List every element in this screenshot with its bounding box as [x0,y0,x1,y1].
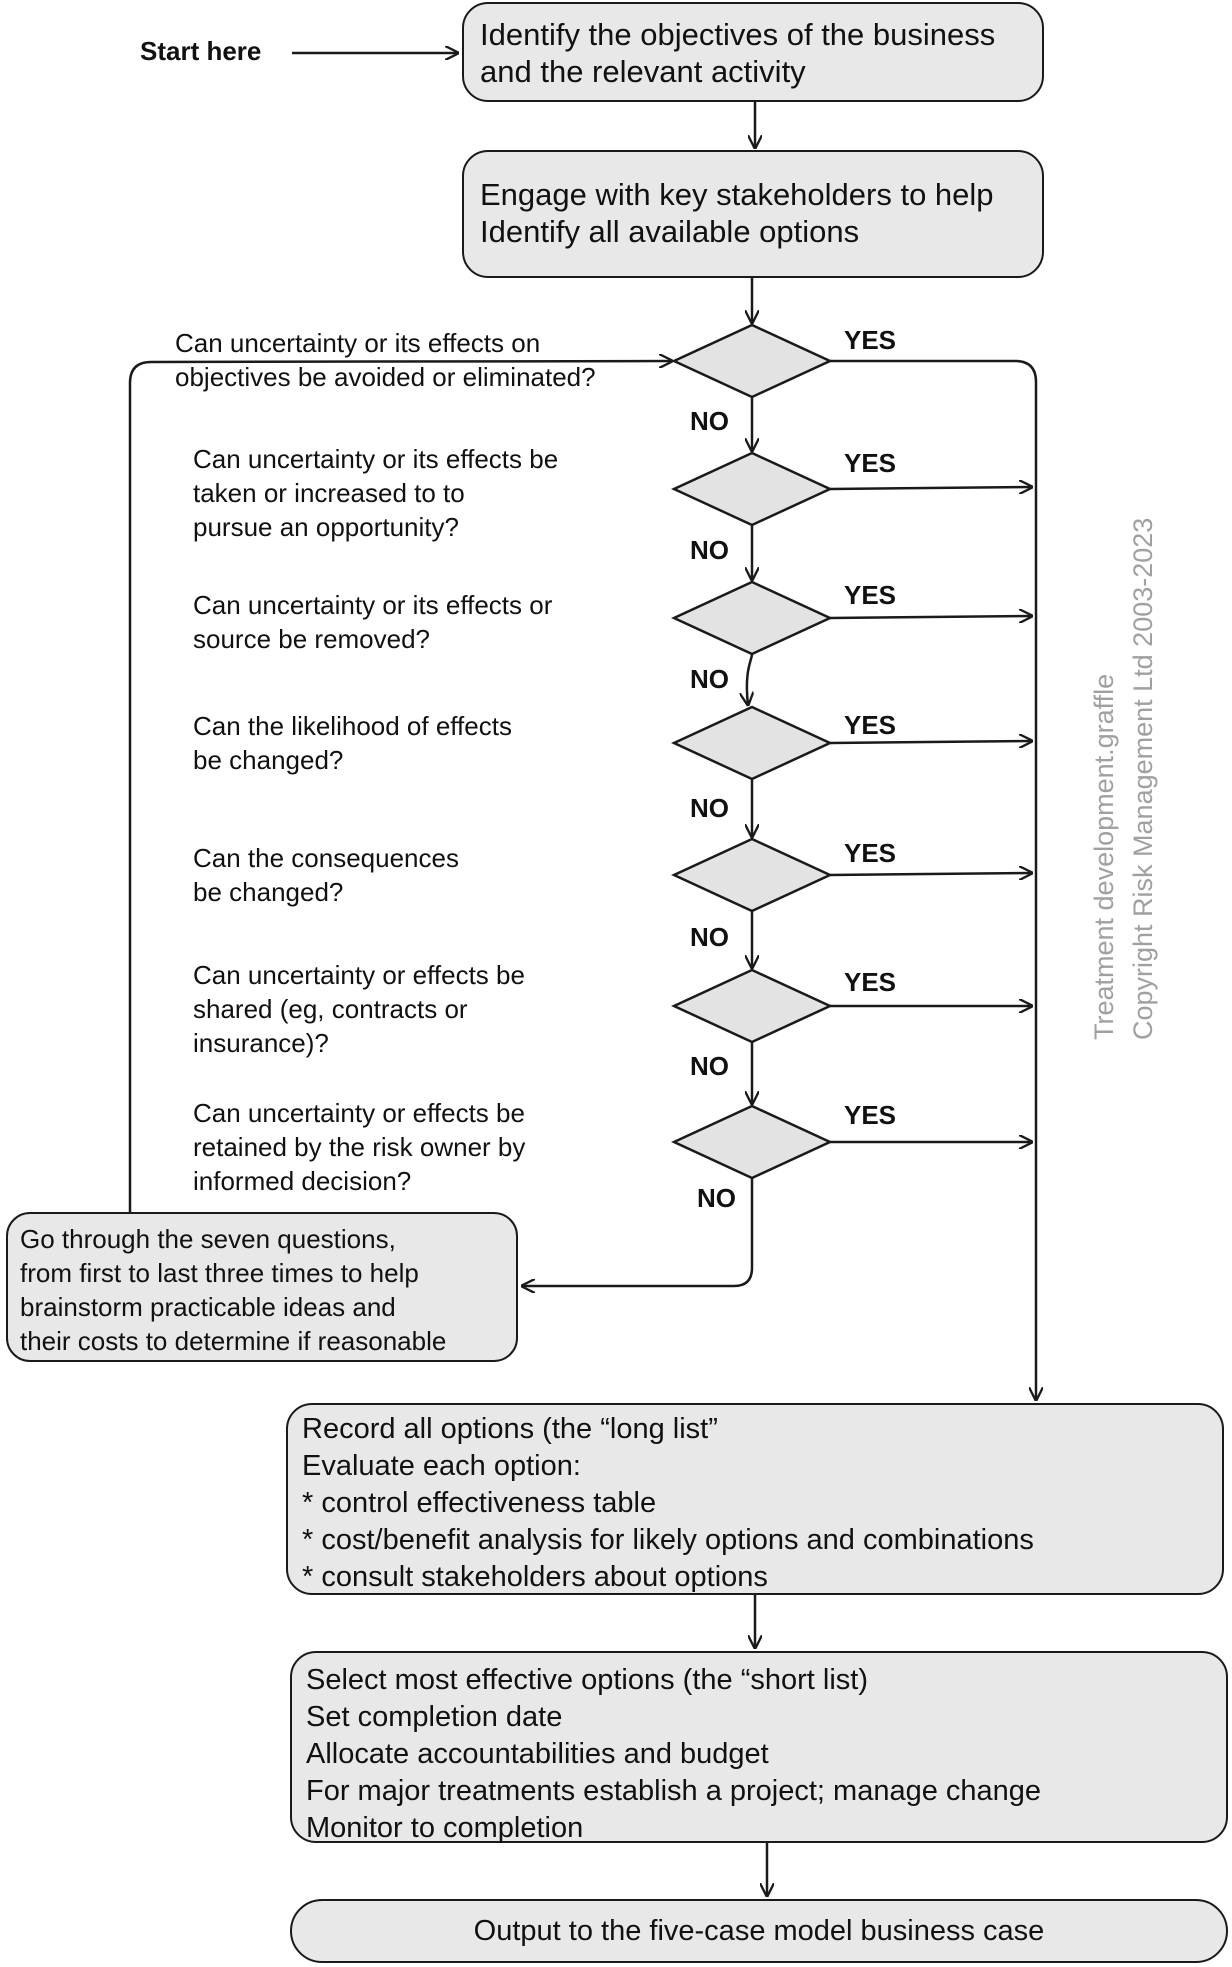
yes-label-6: YES [844,967,897,997]
yes-label-3: YES [844,580,897,610]
no-label-3: NO [690,664,729,694]
seven-questions-loop-box: Go through the seven questions, from fir… [6,1212,518,1362]
yes-arrow-5 [829,873,1032,875]
yes-label-1: YES [844,325,897,355]
decision-diamond-3 [671,580,833,656]
decision-diamonds [671,323,833,1180]
connectors [128,53,1036,1896]
yes-trunk-line [830,359,1036,1400]
question-5: Can the consequences be changed? [193,843,459,907]
yes-arrow-2 [829,487,1032,489]
decision-diamond-4 [671,705,833,781]
decision-diamond-1 [671,323,833,399]
no-label-5: NO [690,922,729,952]
no-arrow-7 [522,1178,754,1286]
question-7: Can uncertainty or effects be retained b… [193,1098,526,1196]
output-business-case-box: Output to the five-case model business c… [290,1899,1228,1963]
question-2: Can uncertainty or its effects be taken … [193,444,559,542]
no-label-4: NO [690,793,729,823]
record-options-box: Record all options (the “long list” Eval… [286,1403,1224,1595]
yes-arrow-4 [829,741,1032,743]
start-label: Start here [140,36,262,66]
question-4: Can the likelihood of effects be changed… [193,711,512,775]
no-label-2: NO [690,535,729,565]
yes-label-4: YES [844,710,897,740]
question-3: Can uncertainty or its effects or source… [193,590,553,654]
loop-return-arrow [128,361,672,1212]
decision-diamond-2 [671,451,833,527]
engage-stakeholders-box: Engage with key stakeholders to help Ide… [462,150,1044,278]
question-1: Can uncertainty or its effects on object… [175,328,596,392]
select-options-box: Select most effective options (the “shor… [290,1651,1228,1844]
yes-arrow-3 [829,616,1032,618]
no-label-1: NO [690,406,729,436]
question-6: Can uncertainty or effects be shared (eg… [193,960,525,1058]
yes-label-5: YES [844,838,897,868]
decision-diamond-5 [671,837,833,913]
decision-diamond-6 [671,968,833,1044]
no-label-6: NO [690,1051,729,1081]
yes-label-2: YES [844,448,897,478]
no-label-7: NO [697,1183,736,1213]
yes-label-7: YES [844,1100,897,1130]
file-watermark: Treatment development.graffle Copyright … [1089,517,1158,1040]
decision-diamond-7 [671,1104,833,1180]
identify-objectives-box: Identify the objectives of the business … [462,2,1044,102]
no-arrow-3 [747,653,752,705]
